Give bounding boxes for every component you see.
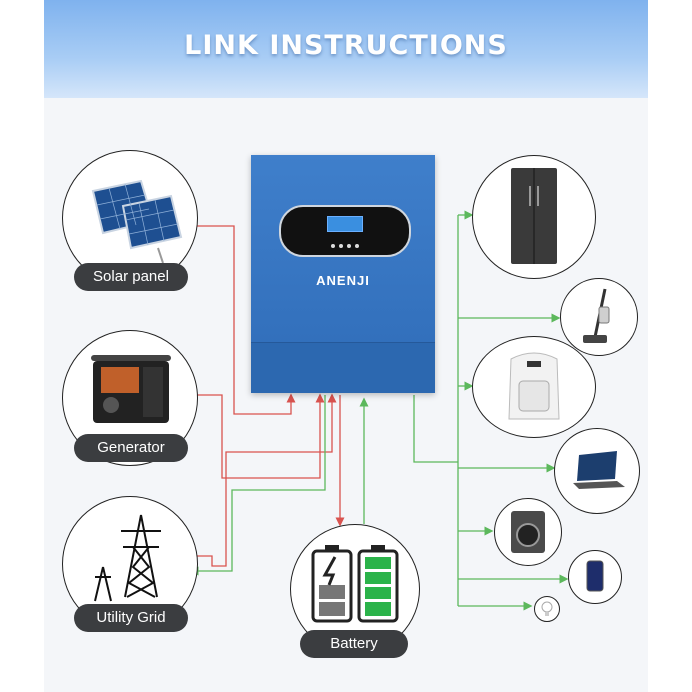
solar-panel-label: Solar panel: [74, 263, 188, 291]
washing-machine-icon: [511, 511, 545, 553]
grid-input-line: [194, 393, 337, 567]
generator-icon: [91, 355, 171, 423]
light-bulb-circle: [534, 596, 560, 622]
lcd-screen: [327, 216, 363, 232]
generator-label: Generator: [74, 434, 188, 462]
vacuum-icon: [583, 288, 610, 343]
laptop-circle: [554, 428, 640, 514]
refrigerator-circle: [472, 155, 596, 279]
diagram-canvas: LINK INSTRUCTIONS: [44, 0, 648, 692]
laptop-icon: [573, 451, 625, 489]
battery-label: Battery: [300, 630, 408, 658]
solar-panel-icon: [91, 179, 183, 264]
air-fryer-circle: [472, 336, 596, 438]
refrigerator-icon: [511, 168, 557, 264]
washing-machine-circle: [494, 498, 562, 566]
title-banner: LINK INSTRUCTIONS: [44, 0, 648, 98]
inverter-display: [279, 205, 411, 257]
grid-output-line: [189, 395, 326, 576]
vacuum-circle: [560, 278, 638, 356]
solar-input-line: [194, 225, 296, 415]
inverter-brand: ANENJI: [316, 273, 370, 288]
page-title: LINK INSTRUCTIONS: [184, 30, 508, 61]
smartphone-circle: [568, 550, 622, 604]
inverter-buttons: [331, 235, 363, 253]
output-bus: [413, 215, 459, 606]
generator-input-line: [194, 393, 325, 479]
wiring-diagram: [189, 210, 569, 611]
inverter-bottom-panel: [251, 342, 435, 393]
utility-grid-label: Utility Grid: [74, 604, 188, 632]
smartphone-icon: [586, 560, 604, 592]
inverter-unit: ANENJI: [251, 155, 435, 393]
air-fryer-icon: [508, 352, 560, 420]
power-tower-icon: [94, 514, 161, 602]
light-bulb-icon: [541, 601, 553, 616]
battery-icon: [311, 545, 399, 623]
